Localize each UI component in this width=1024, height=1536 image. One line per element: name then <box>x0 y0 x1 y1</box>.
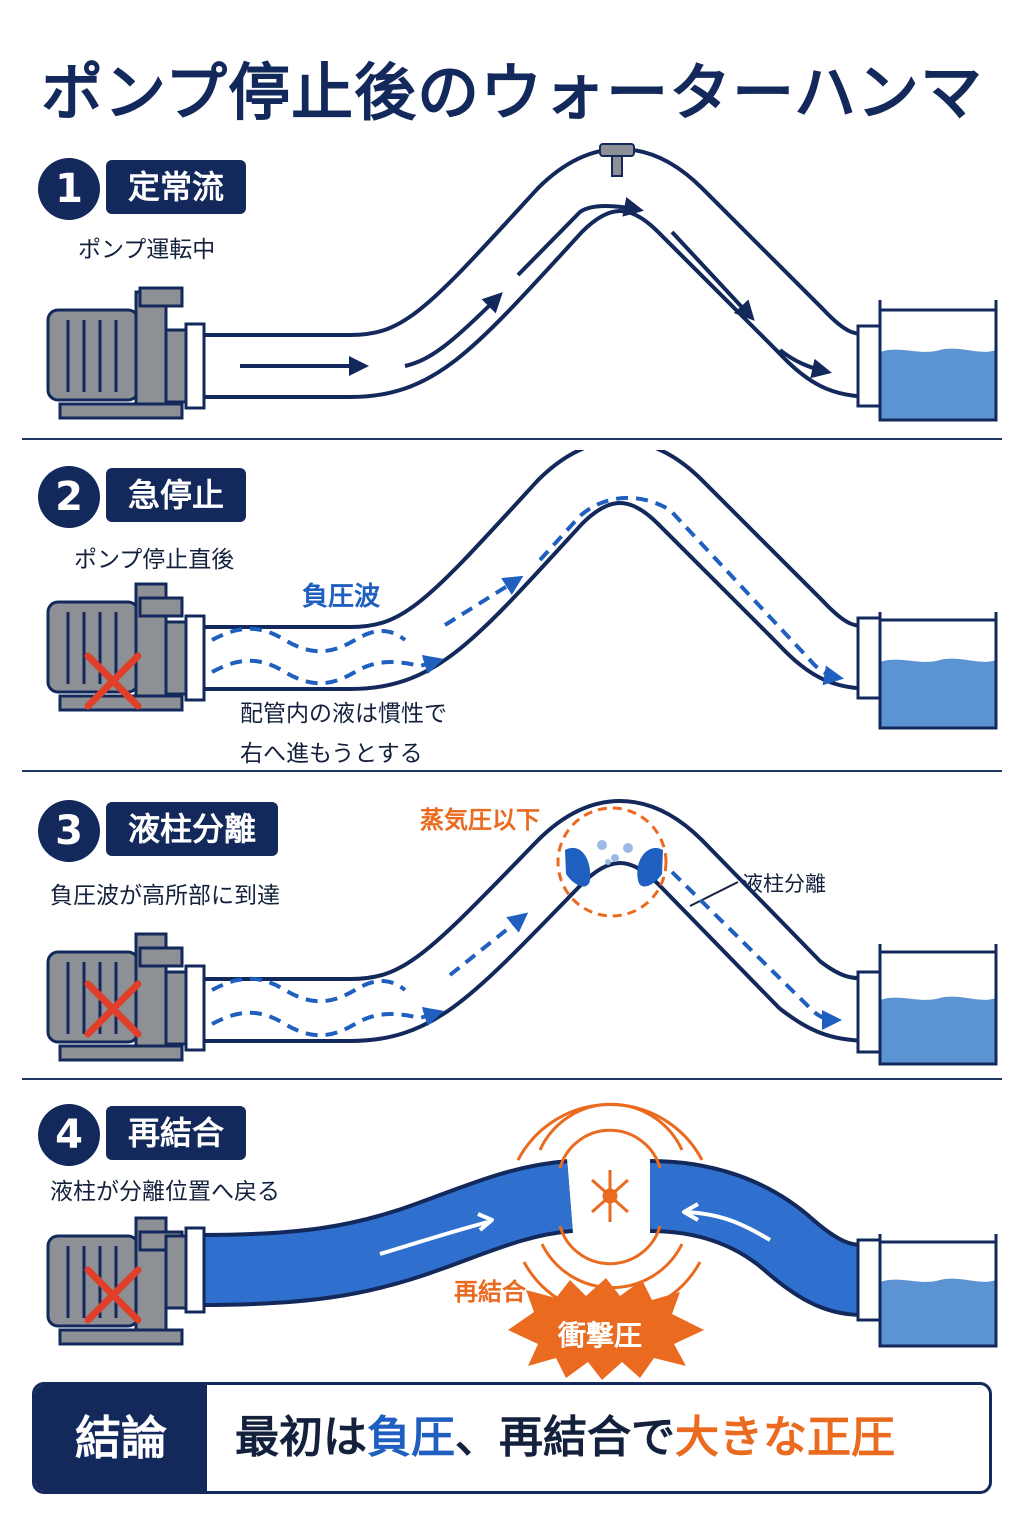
stop-x-icon <box>84 1266 142 1324</box>
step-4-label: 再結合 <box>106 1106 247 1160</box>
water-tank-icon <box>856 612 998 730</box>
burst-icon <box>591 1170 629 1222</box>
pump-icon <box>46 286 206 420</box>
step-1-diagram <box>46 143 998 422</box>
step-4-diagram <box>46 1102 998 1380</box>
step-1-label: 定常流 <box>106 160 247 214</box>
inertia-note: 配管内の液は慣性で 右へ進もうとする <box>240 694 447 774</box>
flow-arrow-icon <box>211 495 844 686</box>
divider-3 <box>22 1078 1002 1080</box>
water-tank-icon <box>856 1234 998 1348</box>
rejoin-label: 再結合 <box>454 1278 526 1306</box>
step-1-number: 1 <box>38 158 100 220</box>
step-2-subtitle: ポンプ停止直後 <box>74 547 235 573</box>
conclusion-positive-pressure: 大きな正圧 <box>675 1412 895 1463</box>
step-1-subtitle: ポンプ運転中 <box>78 237 216 263</box>
valve-icon <box>599 143 635 177</box>
conclusion-negative-pressure: 負圧 <box>367 1412 455 1463</box>
step-4-number: 4 <box>38 1104 100 1166</box>
step-3-number: 3 <box>38 800 100 862</box>
step-3-diagram <box>46 799 998 1066</box>
stop-x-icon <box>84 652 142 710</box>
conclusion-box: 結論 最初は負圧、再結合で大きな正圧 <box>32 1382 992 1494</box>
flow-arrow-icon <box>211 870 842 1038</box>
step-3-label: 液柱分離 <box>106 802 279 856</box>
step-3-subtitle: 負圧波が高所部に到達 <box>50 883 280 909</box>
conclusion-text: 最初は負圧、再結合で大きな正圧 <box>235 1385 895 1491</box>
stop-x-icon <box>84 980 142 1038</box>
water-tank-icon <box>856 300 998 422</box>
flow-arrow-icon <box>240 197 832 379</box>
conclusion-part1: 最初は <box>235 1412 367 1463</box>
flow-arrow-icon <box>379 1202 772 1256</box>
column-separation-label: 液柱分離 <box>742 872 826 896</box>
inertia-note-line1: 配管内の液は慣性で <box>240 701 447 727</box>
step-2-label: 急停止 <box>106 468 247 522</box>
step-2-number: 2 <box>38 466 100 528</box>
step-2-diagram <box>46 450 998 730</box>
conclusion-tag: 結論 <box>35 1385 207 1491</box>
divider-2 <box>22 770 1002 772</box>
page-title: ポンプ停止後のウォーターハンマ <box>41 56 983 129</box>
water-tank-icon <box>856 944 998 1066</box>
shock-pressure-label: 衝撃圧 <box>558 1319 643 1352</box>
step-4-subtitle: 液柱が分離位置へ戻る <box>50 1179 280 1205</box>
inertia-note-line2: 右へ進もうとする <box>240 741 423 767</box>
vapor-pressure-label: 蒸気圧以下 <box>420 806 540 834</box>
divider-1 <box>22 438 1002 440</box>
negative-pressure-wave-label: 負圧波 <box>302 582 381 612</box>
conclusion-part3: 、再結合で <box>455 1412 675 1463</box>
